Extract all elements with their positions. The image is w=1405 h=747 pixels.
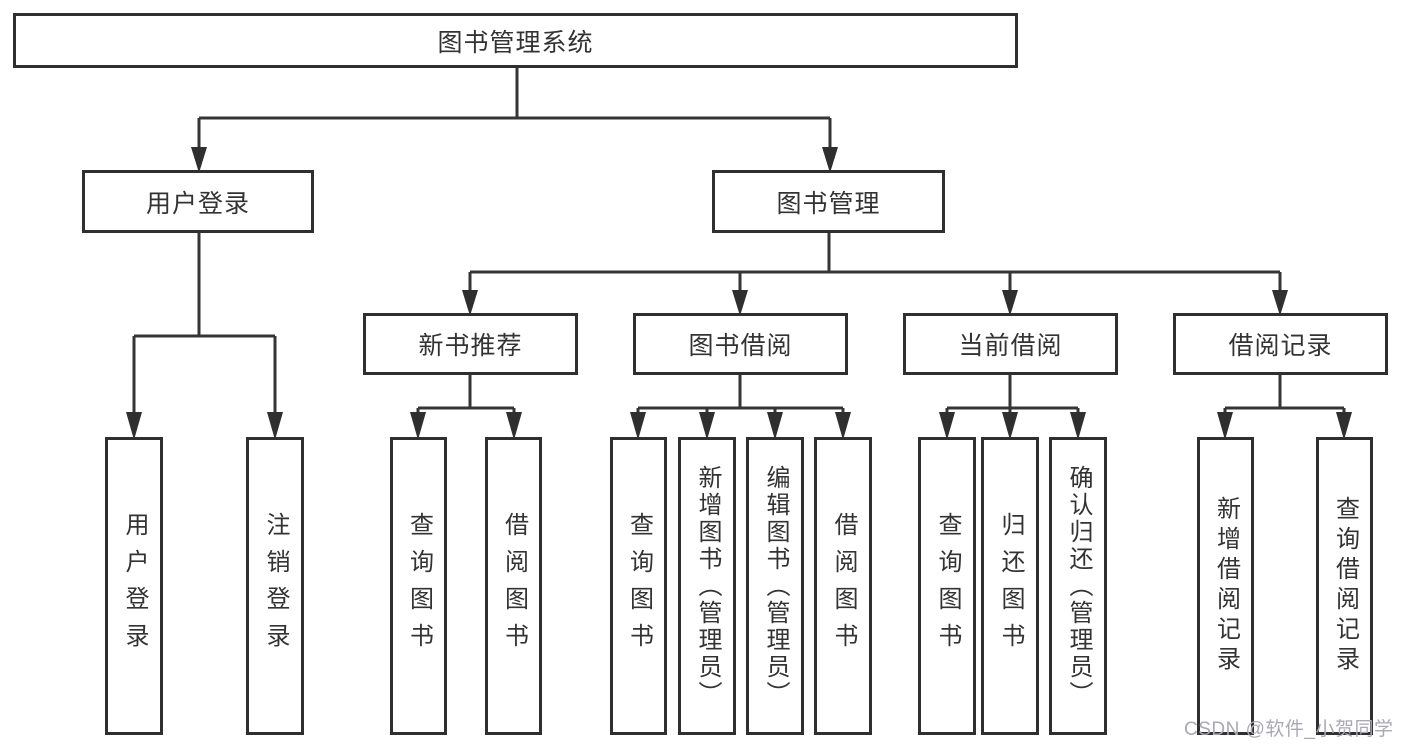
leaf-add-book-admin: 新增图书（管理员） bbox=[678, 437, 736, 735]
leaf-edit-book-admin: 编辑图书（管理员） bbox=[746, 437, 804, 735]
leaf-return-book: 归还图书 bbox=[981, 437, 1039, 735]
leaf-return-book-label: 归还图书 bbox=[997, 512, 1024, 660]
node-book-mgmt: 图书管理 bbox=[712, 170, 945, 233]
leaf-query-borrow-record-label: 查询借阅记录 bbox=[1331, 496, 1359, 676]
leaf-borrow-query-book: 查询图书 bbox=[610, 437, 667, 735]
leaf-borrow-book: 借阅图书 bbox=[814, 437, 872, 735]
leaf-new-book-borrow: 借阅图书 bbox=[485, 437, 542, 735]
node-root-label: 图书管理系统 bbox=[437, 28, 594, 57]
leaf-borrow-book-label: 借阅图书 bbox=[830, 512, 857, 660]
leaf-confirm-return-admin: 确认归还（管理员） bbox=[1049, 437, 1107, 735]
connector-user-login-to-leaves bbox=[126, 233, 283, 440]
connector-book-mgmt-to-level3 bbox=[462, 233, 1288, 316]
connector-book-borrow-to-leaves bbox=[630, 375, 851, 440]
node-book-borrow-label: 图书借阅 bbox=[688, 332, 793, 360]
connector-current-borrow-to-leaves bbox=[939, 375, 1086, 440]
leaf-new-book-borrow-label: 借阅图书 bbox=[500, 512, 528, 660]
node-current-borrow: 当前借阅 bbox=[903, 313, 1118, 375]
node-root: 图书管理系统 bbox=[13, 13, 1018, 68]
node-current-borrow-label: 当前借阅 bbox=[958, 332, 1063, 360]
leaf-add-book-admin-label: 新增图书（管理员） bbox=[694, 464, 721, 708]
leaf-new-book-query: 查询图书 bbox=[390, 437, 447, 735]
node-borrow-record: 借阅记录 bbox=[1173, 313, 1388, 375]
leaf-current-query-book: 查询图书 bbox=[918, 437, 976, 735]
leaf-add-borrow-record: 新增借阅记录 bbox=[1197, 437, 1254, 735]
leaf-user-login: 用户登录 bbox=[105, 437, 163, 735]
csdn-watermark: CSDN @软件_小贺同学 bbox=[1184, 719, 1394, 740]
leaf-current-query-book-label: 查询图书 bbox=[934, 512, 961, 660]
node-book-mgmt-label: 图书管理 bbox=[776, 189, 881, 218]
leaf-confirm-return-admin-label: 确认归还（管理员） bbox=[1065, 464, 1092, 708]
leaf-query-borrow-record: 查询借阅记录 bbox=[1316, 437, 1373, 735]
connector-borrow-record-to-leaves bbox=[1217, 375, 1352, 440]
node-borrow-record-label: 借阅记录 bbox=[1228, 332, 1333, 360]
leaf-logout: 注销登录 bbox=[246, 437, 304, 735]
leaf-new-book-query-label: 查询图书 bbox=[405, 512, 433, 660]
node-book-borrow: 图书借阅 bbox=[633, 313, 848, 375]
leaf-borrow-query-book-label: 查询图书 bbox=[625, 512, 653, 660]
node-user-login-label: 用户登录 bbox=[145, 189, 250, 218]
connector-new-book-to-leaves bbox=[410, 375, 522, 440]
node-new-book-rec: 新书推荐 bbox=[363, 313, 578, 375]
leaf-user-login-label: 用户登录 bbox=[121, 512, 148, 660]
node-new-book-rec-label: 新书推荐 bbox=[418, 332, 523, 360]
leaf-edit-book-admin-label: 编辑图书（管理员） bbox=[762, 464, 789, 708]
leaf-add-borrow-record-label: 新增借阅记录 bbox=[1212, 496, 1240, 676]
node-user-login: 用户登录 bbox=[82, 170, 314, 233]
leaf-logout-label: 注销登录 bbox=[262, 512, 289, 660]
connector-root-to-level2 bbox=[191, 68, 838, 173]
